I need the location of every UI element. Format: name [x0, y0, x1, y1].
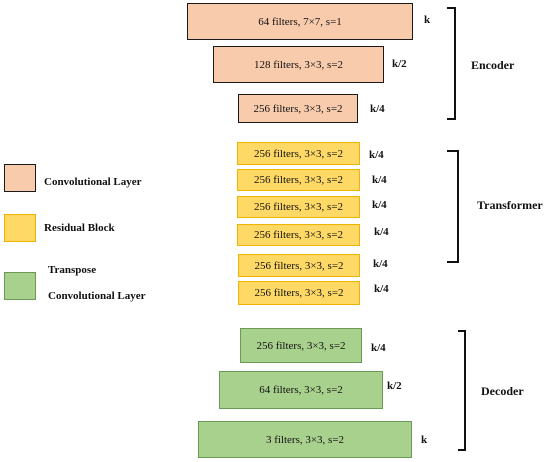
decoder-size-3: k — [421, 434, 428, 446]
encoder-layer-3: 256 filters, 3×3, s=2 — [238, 94, 358, 123]
decoder-size-2: k/2 — [387, 380, 402, 392]
encoder-size-1: k — [424, 14, 431, 26]
transformer-size-3: k/4 — [372, 199, 387, 211]
encoder-bracket — [447, 7, 456, 120]
transformer-label: Transformer — [477, 198, 543, 212]
encoder-layer-1: 64 filters, 7×7, s=1 — [187, 3, 413, 40]
transformer-layer-5: 256 filters, 3×3, s=2 — [238, 254, 360, 277]
legend-swatch-conv — [4, 164, 36, 192]
transformer-size-5: k/4 — [373, 258, 388, 270]
transformer-bracket — [447, 150, 459, 263]
legend-swatch-tconv — [4, 272, 36, 300]
decoder-size-1: k/4 — [371, 342, 386, 354]
transformer-layer-3: 256 filters, 3×3, s=2 — [237, 196, 360, 218]
transformer-layer-1: 256 filters, 3×3, s=2 — [237, 142, 360, 165]
decoder-layer-2: 64 filters, 3×3, s=2 — [219, 371, 383, 409]
transformer-size-4: k/4 — [374, 226, 389, 238]
encoder-label: Encoder — [471, 58, 515, 72]
transformer-layer-4: 256 filters, 3×3, s=2 — [237, 224, 360, 246]
decoder-layer-1: 256 filters, 3×3, s=2 — [240, 328, 362, 363]
encoder-layer-2: 128 filters, 3×3, s=2 — [213, 46, 384, 83]
legend-label-tconv-1: Transpose — [48, 264, 97, 276]
decoder-bracket — [458, 330, 466, 451]
legend-label-conv: Convolutional Layer — [44, 176, 142, 188]
decoder-label: Decoder — [481, 384, 524, 398]
legend-label-tconv-2: Convolutional Layer — [48, 290, 146, 302]
legend-label-res: Residual Block — [44, 222, 115, 234]
decoder-layer-3: 3 filters, 3×3, s=2 — [198, 421, 412, 458]
transformer-size-1: k/4 — [369, 149, 384, 161]
transformer-size-6: k/4 — [374, 283, 389, 295]
encoder-size-3: k/4 — [370, 103, 385, 115]
encoder-size-2: k/2 — [392, 58, 407, 70]
transformer-size-2: k/4 — [372, 174, 387, 186]
legend-swatch-res — [4, 214, 36, 242]
transformer-layer-2: 256 filters, 3×3, s=2 — [237, 169, 360, 191]
transformer-layer-6: 256 filters, 3×3, s=2 — [238, 281, 360, 305]
